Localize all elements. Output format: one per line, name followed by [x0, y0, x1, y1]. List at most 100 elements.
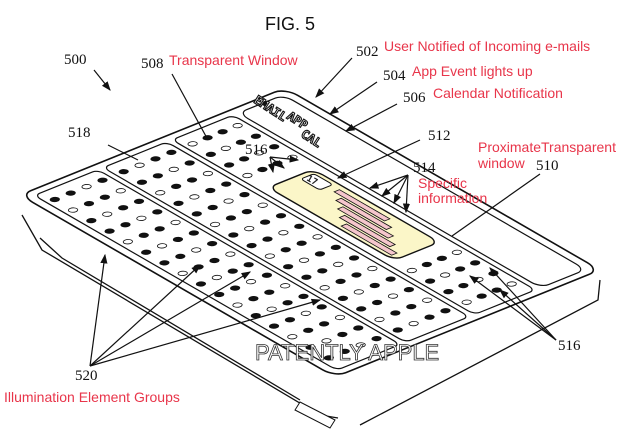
leader-508 — [171, 73, 209, 141]
smart-cover-device — [20, 88, 600, 377]
illumination-element-lit — [318, 321, 331, 327]
illumination-element-lit — [194, 281, 207, 287]
illumination-element-off — [279, 283, 292, 289]
leader-512 — [336, 139, 421, 179]
label-520: Illumination Element Groups — [4, 389, 180, 405]
illumination-element-lit — [201, 135, 214, 141]
leaders-514 — [368, 174, 411, 214]
illumination-element-off — [186, 141, 199, 147]
arrow-500 — [93, 69, 111, 91]
illumination-element-off — [333, 314, 346, 320]
illumination-element-lit — [384, 276, 397, 282]
illumination-element-off — [190, 247, 203, 253]
illumination-element-off — [224, 251, 237, 257]
illumination-element-lit — [274, 213, 287, 219]
illumination-element-lit — [183, 160, 196, 166]
illumination-element-off — [299, 310, 312, 316]
illumination-element-lit — [420, 261, 433, 267]
ref-520: 520 — [75, 368, 98, 384]
illumination-element-lit — [151, 209, 164, 215]
illumination-element-off — [114, 188, 127, 194]
label-514-line2: information — [418, 190, 487, 206]
illumination-element-lit — [132, 198, 145, 204]
illumination-element-lit — [423, 314, 436, 320]
illumination-element-off — [135, 215, 148, 221]
illumination-element-off — [176, 270, 189, 276]
illumination-element-lit — [227, 232, 240, 238]
illumination-element-off — [265, 306, 278, 312]
illumination-element-off — [80, 184, 93, 190]
illumination-element-lit — [137, 232, 150, 238]
illumination-element-off — [277, 230, 290, 236]
illumination-element-lit — [96, 177, 109, 183]
illumination-element-off — [286, 334, 299, 340]
label-504: App Event lights up — [412, 63, 533, 79]
leader-510 — [451, 173, 541, 237]
illumination-element-off — [231, 123, 244, 129]
illumination-element-off — [210, 274, 223, 280]
illumination-element-off — [311, 234, 324, 240]
illumination-element-lit — [405, 303, 418, 309]
illumination-element-lit — [165, 149, 178, 155]
illumination-element-lit — [336, 295, 349, 301]
illumination-element-off — [67, 207, 80, 213]
illumination-element-lit — [247, 296, 260, 302]
illumination-element-off — [209, 221, 222, 227]
illumination-element-lit — [260, 272, 273, 278]
illumination-element-off — [222, 198, 235, 204]
illumination-element-lit — [204, 151, 217, 157]
ref-516-top: 516 — [245, 142, 268, 158]
illumination-element-lit — [98, 194, 111, 200]
illumination-element-lit — [435, 255, 448, 261]
illumination-element-lit — [368, 282, 381, 288]
label-506: Calendar Notification — [433, 85, 563, 101]
illumination-element-lit — [170, 183, 183, 189]
illumination-element-lit — [85, 217, 98, 223]
illumination-element-off — [241, 172, 254, 178]
illumination-element-lit — [249, 133, 262, 139]
illumination-element-lit — [424, 278, 437, 284]
ref-516-right: 516 — [558, 338, 581, 354]
illumination-element-off — [460, 299, 473, 305]
info-bar — [336, 198, 392, 229]
illumination-element-lit — [302, 327, 315, 333]
leader-506 — [344, 103, 398, 132]
figure-title: FIG. 5 — [265, 14, 315, 34]
illumination-element-off — [121, 239, 134, 245]
illumination-element-lit — [103, 228, 116, 234]
illumination-element-lit — [220, 181, 233, 187]
info-bar — [341, 224, 397, 255]
illumination-element-off — [366, 265, 379, 271]
ref-510: 510 — [536, 158, 559, 174]
illumination-element-off — [386, 293, 399, 299]
illumination-element-lit — [402, 287, 415, 293]
illumination-element-lit — [338, 348, 351, 354]
illumination-element-off — [320, 338, 333, 344]
illumination-element-lit — [316, 268, 329, 274]
illumination-element-lit — [213, 291, 226, 297]
illumination-element-off — [352, 289, 365, 295]
illumination-element-lit — [454, 266, 467, 272]
illumination-element-lit — [279, 247, 292, 253]
illumination-element-lit — [204, 187, 217, 193]
ref-512: 512 — [428, 128, 451, 144]
illumination-element-lit — [263, 289, 276, 295]
illumination-element-lit — [329, 244, 342, 250]
illumination-element-lit — [322, 355, 335, 361]
illumination-element-lit — [352, 325, 365, 331]
illumination-element-lit — [442, 289, 455, 295]
illumination-element-lit — [259, 219, 272, 225]
illumination-element-lit — [370, 335, 383, 341]
illumination-element-off — [421, 297, 434, 303]
illumination-element-lit — [48, 196, 61, 202]
illumination-element-off — [297, 257, 310, 263]
illumination-element-lit — [355, 306, 368, 312]
panel-3 — [34, 170, 400, 370]
illumination-element-off — [243, 225, 256, 231]
illumination-element-lit — [336, 331, 349, 337]
illumination-element-lit — [174, 253, 187, 259]
label-510-line2: window — [477, 155, 526, 171]
illumination-element-lit — [82, 201, 95, 207]
illumination-element-off — [101, 211, 114, 217]
